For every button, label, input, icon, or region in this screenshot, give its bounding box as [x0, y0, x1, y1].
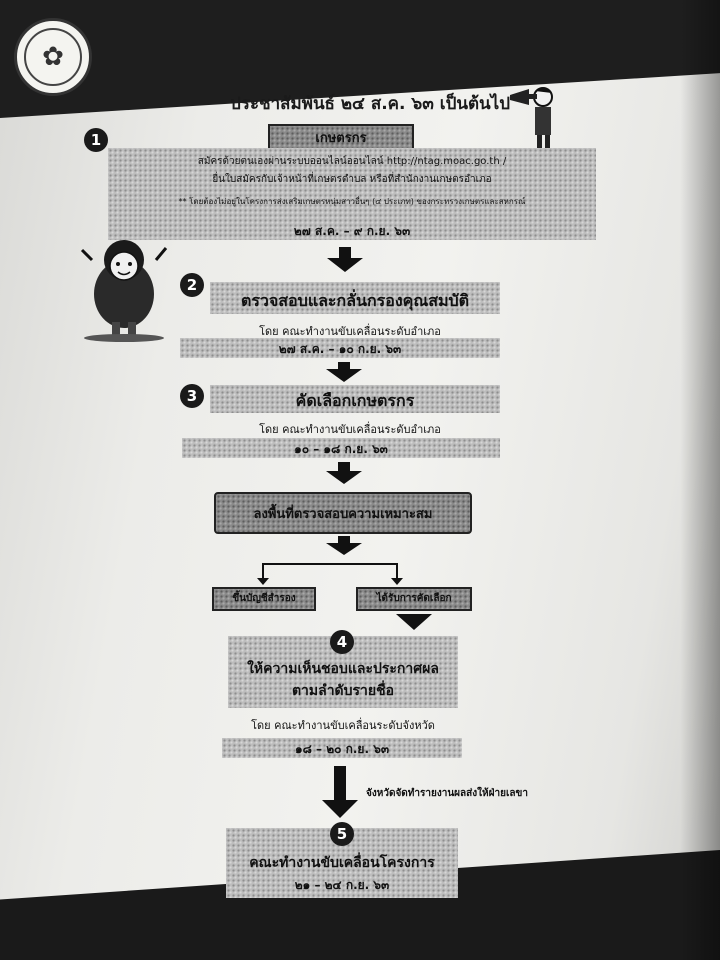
step1-title: เกษตรกร	[315, 131, 367, 146]
arrow-down-icon	[322, 800, 358, 818]
arrow-down-icon	[326, 471, 362, 484]
step5-date: ๒๑ – ๒๔ ก.ย. ๖๓	[294, 878, 390, 892]
step3-number: 3	[180, 384, 204, 408]
arrow-down-icon	[339, 247, 351, 259]
review-title: ลงพื้นที่ตรวจสอบความเหมาะสม	[253, 507, 433, 522]
step4-by: โดย คณะทำงานขับเคลื่อนระดับจังหวัด	[251, 719, 435, 732]
arrow-down-icon	[396, 614, 432, 630]
step1-line2: ยื่นใบสมัครกับเจ้าหน้าที่เกษตรตำบล หรือท…	[212, 174, 492, 185]
edge-shadow	[680, 0, 720, 960]
step4-title-line1: ให้ความเห็นชอบและประกาศผล	[247, 661, 439, 677]
step3-date: ๑๐ – ๑๘ ก.ย. ๖๓	[294, 442, 388, 456]
step4-title-line2: ตามลำดับรายชื่อ	[291, 683, 395, 699]
step4-number: 4	[330, 630, 354, 654]
arrow-down-icon	[338, 462, 350, 472]
page-headline: ประชาสัมพันธ์ ๒๔ ส.ค. ๖๓ เป็นต้นไป	[230, 94, 510, 114]
reserve-list-label: ขึ้นบัญชีสำรอง	[232, 593, 296, 604]
step1-note: ** โดยต้องไม่อยู่ในโครงการส่งเสริมเกษตรห…	[178, 197, 526, 206]
step5-number: 5	[330, 822, 354, 846]
step3-title: คัดเลือกเกษตรกร	[295, 391, 415, 410]
step1-line1: สมัครด้วยตนเองผ่านระบบออนไลน์ออนไลน์ htt…	[197, 156, 507, 167]
step1-box	[108, 148, 596, 240]
split-line	[262, 563, 264, 581]
step5-title: คณะทำงานขับเคลื่อนโครงการ	[249, 855, 435, 871]
step2-date: ๒๗ ส.ค. – ๑๐ ก.ย. ๖๓	[278, 342, 402, 356]
review-box	[214, 492, 472, 534]
step1-number: 1	[84, 128, 108, 152]
step3-date-box	[182, 438, 500, 458]
step2-title: ตรวจสอบและกลั่นกรองคุณสมบัติ	[240, 291, 470, 310]
split-line	[262, 563, 398, 565]
ministry-seal-icon: ✿	[14, 18, 92, 96]
step3-by: โดย คณะทำงานขับเคลื่อนระดับอำเภอ	[259, 423, 441, 436]
split-line	[396, 563, 398, 581]
step2-title-box	[210, 282, 500, 314]
selected-box	[356, 587, 472, 611]
arrow-down-icon	[334, 766, 346, 802]
selected-label: ได้รับการคัดเลือก	[376, 593, 452, 604]
megaphone-person-icon	[510, 87, 553, 157]
arrow-down-icon	[326, 369, 362, 382]
arrow-down-icon	[257, 578, 269, 585]
arrow-down-icon	[327, 258, 363, 272]
arrow-down-icon	[326, 543, 362, 555]
reserve-list-box	[212, 587, 316, 611]
arrow-down-icon	[338, 536, 350, 544]
step4-side-note: จังหวัดจัดทำรายงานผลส่งให้ฝ่ายเลขา	[366, 788, 528, 799]
step2-number: 2	[180, 273, 204, 297]
step4-date: ๑๘ – ๒๐ ก.ย. ๖๓	[294, 742, 390, 756]
step1-date: ๒๗ ส.ค. – ๙ ก.ย. ๖๓	[293, 224, 411, 238]
step3-title-box	[210, 385, 500, 413]
step2-by: โดย คณะทำงานขับเคลื่อนระดับอำเภอ	[259, 325, 441, 338]
arrow-down-icon	[338, 362, 350, 370]
step2-date-box	[180, 338, 500, 358]
step4-date-box	[222, 738, 462, 758]
farmer-mascot-icon	[80, 240, 168, 342]
arrow-down-icon	[391, 578, 403, 585]
